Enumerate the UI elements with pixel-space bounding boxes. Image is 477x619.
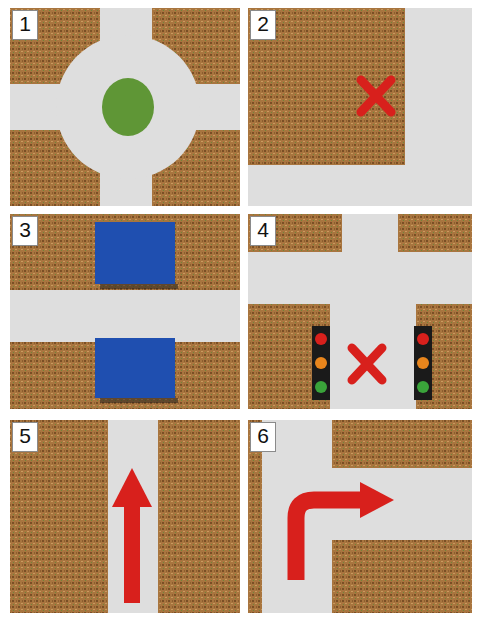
crossing-panel (10, 214, 240, 409)
traffic-light (414, 326, 432, 400)
traffic-light (312, 326, 330, 400)
turn-right-panel (248, 420, 472, 613)
callout-number: 5 (12, 422, 38, 452)
traffic-light-panel (248, 214, 472, 409)
corner-panel (248, 8, 472, 206)
callout-number: 4 (250, 216, 276, 246)
callout-number: 3 (12, 216, 38, 246)
callout-number: 1 (12, 10, 38, 40)
callout-number: 2 (250, 10, 276, 40)
straight-road-panel (10, 420, 240, 613)
callout-number: 6 (250, 422, 276, 452)
roundabout-panel (10, 8, 240, 206)
